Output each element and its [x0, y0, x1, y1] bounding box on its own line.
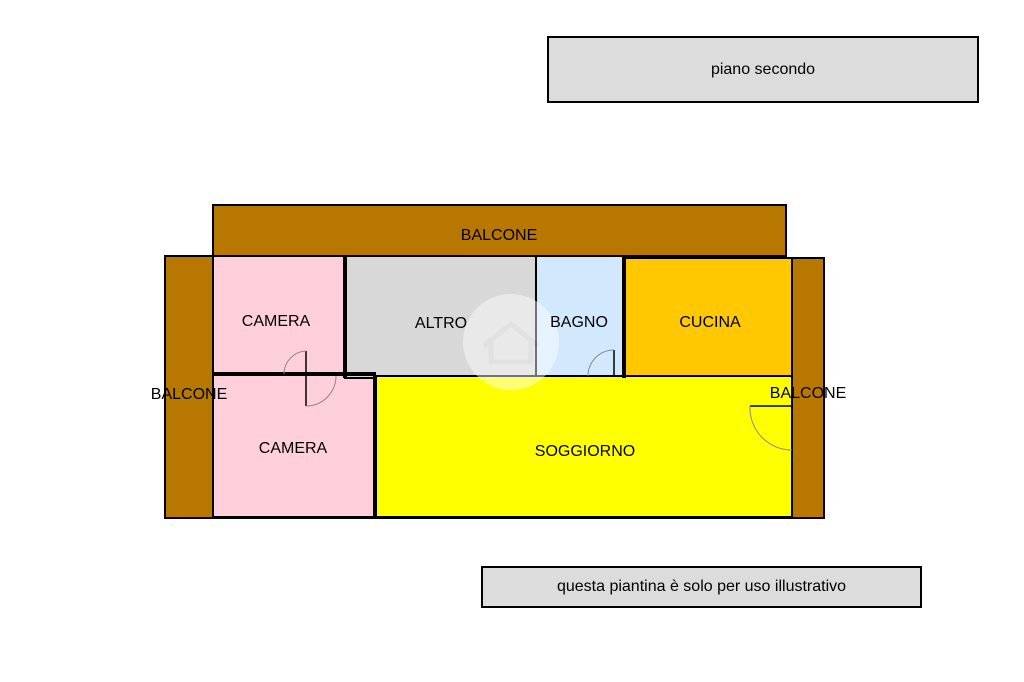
label-bagno: BAGNO	[550, 314, 608, 331]
label-altro: ALTRO	[415, 315, 467, 332]
disclaimer-box: questa piantina è solo per uso illustrat…	[481, 566, 922, 608]
camera-bottom	[212, 373, 375, 519]
balcone-right	[791, 257, 825, 519]
floor-label-box: piano secondo	[547, 36, 979, 103]
label-balcone-right: BALCONE	[770, 385, 846, 402]
label-camera-top: CAMERA	[242, 313, 311, 330]
label-cucina: CUCINA	[679, 314, 741, 331]
altro-room	[344, 255, 537, 379]
floor-label: piano secondo	[710, 60, 816, 78]
disclaimer-text: questa piantina è solo per uso illustrat…	[556, 578, 847, 595]
label-balcone-left: BALCONE	[151, 386, 227, 403]
label-camera-bottom: CAMERA	[259, 440, 328, 457]
cucina-room	[623, 257, 793, 377]
label-soggiorno: SOGGIORNO	[535, 443, 635, 460]
door-camera-bottom	[305, 375, 337, 407]
bagno-room	[535, 255, 625, 377]
camera-top	[212, 255, 346, 375]
watermark	[463, 294, 559, 390]
door-camera-top	[283, 350, 307, 375]
door-bagno	[587, 349, 615, 377]
door-soggiorno-balcone	[749, 405, 793, 451]
label-balcone-top: BALCONE	[461, 227, 537, 244]
